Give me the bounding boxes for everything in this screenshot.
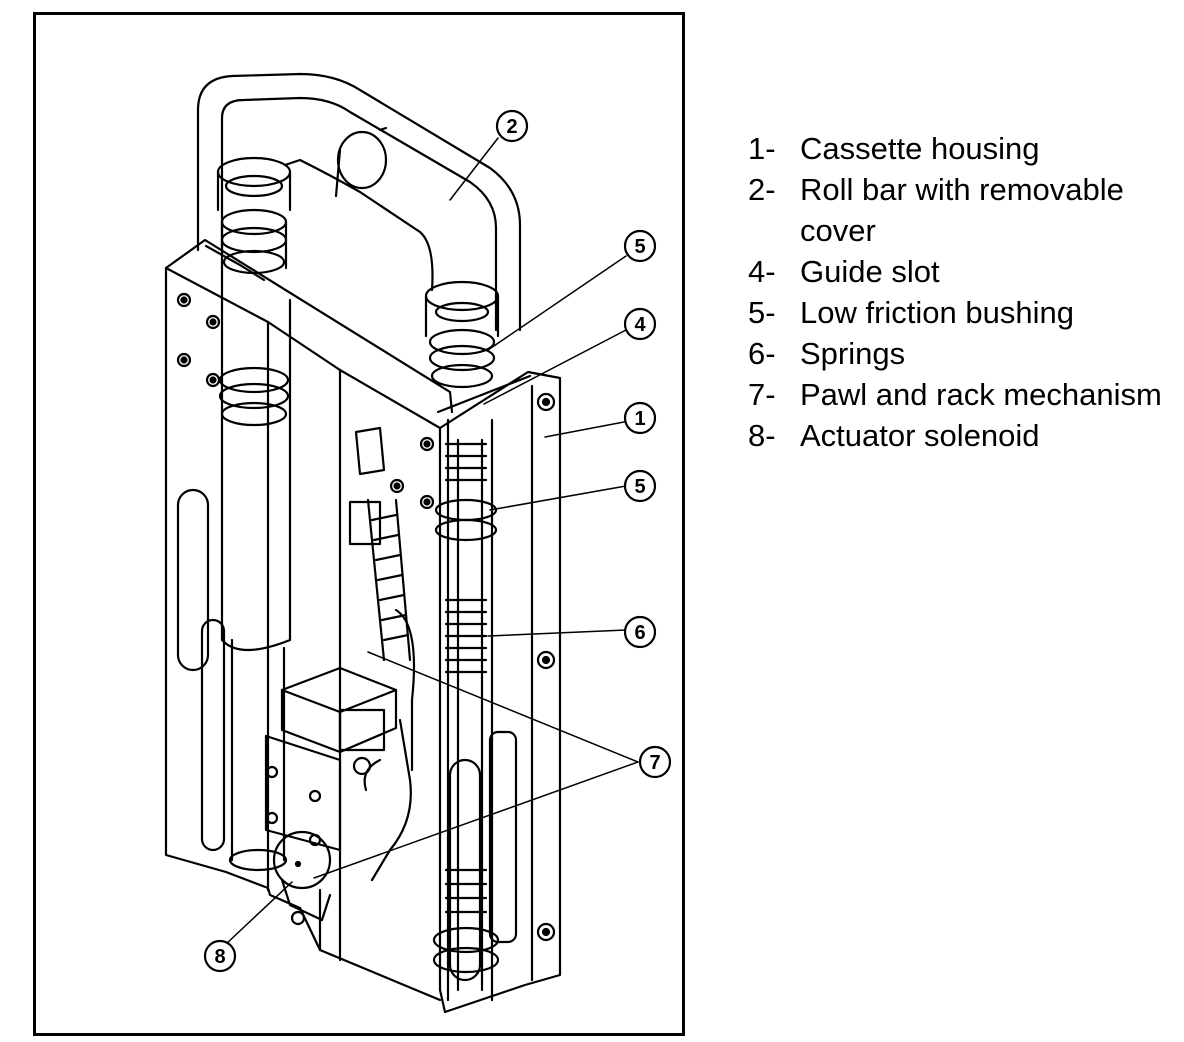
legend-number: 1- <box>748 131 776 166</box>
legend-item: 5- Low friction bushing <box>748 292 1180 333</box>
legend-text: Pawl and rack mechanism <box>800 377 1162 412</box>
callout-5-upper: 5 <box>623 229 657 263</box>
callout-4: 4 <box>623 307 657 341</box>
housing <box>164 238 562 1014</box>
callout-label: 5 <box>634 476 645 498</box>
callout-label: 2 <box>506 116 517 138</box>
callout-label: 7 <box>649 752 660 774</box>
legend-item: 1- Cassette housing <box>748 128 1180 169</box>
legend-text: Cassette housing <box>800 131 1040 166</box>
callouts: 2 5 4 1 5 6 7 8 <box>203 109 672 973</box>
legend-item: 6- Springs <box>748 333 1180 374</box>
left-shaft <box>218 266 292 872</box>
callout-label: 4 <box>634 314 646 336</box>
callout-8: 8 <box>203 939 237 973</box>
legend-number: 2- <box>748 172 776 207</box>
legend-number: 6- <box>748 336 776 371</box>
legend-text: Guide slot <box>800 254 940 289</box>
roll-bar <box>196 72 522 332</box>
legend-item: 2- Roll bar with removable cover <box>748 169 1180 251</box>
callout-6: 6 <box>623 615 657 649</box>
legend-item: 8- Actuator solenoid <box>748 415 1180 456</box>
legend-text: Springs <box>800 336 906 371</box>
callout-5-lower: 5 <box>623 469 657 503</box>
housing-bolts <box>176 292 556 942</box>
callout-label: 1 <box>634 408 645 430</box>
leader-lines <box>225 137 639 945</box>
illustration-frame <box>33 12 685 1036</box>
pawl-mechanism <box>264 608 416 882</box>
legend-text: Actuator solenoid <box>800 418 1040 453</box>
callout-label: 5 <box>634 236 645 258</box>
legend-item: 4- Guide slot <box>748 251 1180 292</box>
callout-7: 7 <box>638 745 672 779</box>
callout-2: 2 <box>495 109 529 143</box>
right-shaft <box>432 418 518 1002</box>
legend: 1- Cassette housing 2- Roll bar with rem… <box>748 128 1180 456</box>
legend-text: Low friction bushing <box>800 295 1074 330</box>
legend-number: 4- <box>748 254 776 289</box>
legend-text: Roll bar with removable cover <box>800 172 1124 248</box>
right-bushing <box>424 280 500 389</box>
callout-label: 8 <box>214 946 225 968</box>
legend-number: 7- <box>748 377 776 412</box>
legend-number: 8- <box>748 418 776 453</box>
callout-label: 6 <box>634 622 645 644</box>
actuator-solenoid <box>272 830 332 926</box>
rack <box>348 426 412 662</box>
legend-item: 7- Pawl and rack mechanism <box>748 374 1180 415</box>
legend-number: 5- <box>748 295 776 330</box>
callout-1: 1 <box>623 401 657 435</box>
housing-slots <box>176 488 482 982</box>
